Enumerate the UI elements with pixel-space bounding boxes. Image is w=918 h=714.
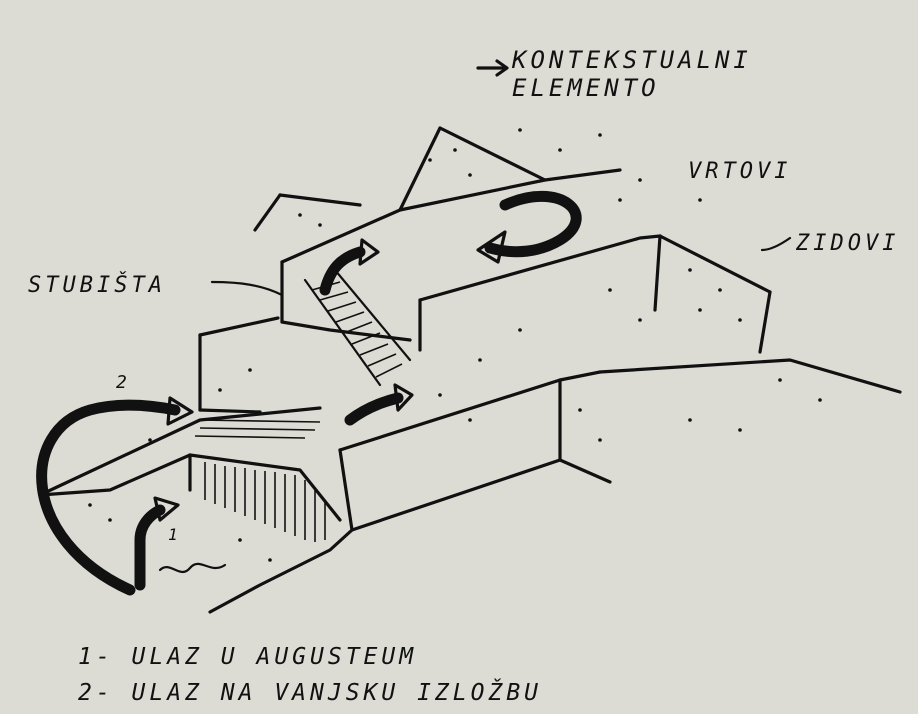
legend-line-1: 1- ULAZ U AUGUSTEUM (78, 644, 417, 670)
kontekst-arrow-icon (476, 59, 509, 77)
stubista-leader-line (210, 280, 284, 297)
entry-one-arrow-icon (134, 496, 180, 591)
entry-two-arrow-icon (36, 396, 194, 596)
squiggle-mark (158, 562, 227, 574)
middle-terrace (198, 316, 562, 532)
label-vrtovi: VRTOVI (688, 159, 791, 184)
right-wall-block (558, 234, 902, 484)
label-kontekst-line1: KONTEKSTUALNI (511, 46, 752, 74)
marker-one: 1 (168, 525, 182, 544)
marker-two: 2 (116, 372, 131, 393)
upper-staircase-hatch (303, 268, 412, 387)
lower-staircase-hatch (194, 419, 326, 542)
upper-garden-terrace (253, 126, 662, 352)
label-zidovi: ZIDOVI (795, 231, 899, 256)
garden-circulation-arrow-icon (476, 190, 582, 264)
path-to-stairs-arrow-icon (344, 383, 414, 426)
zidovi-leader-line (760, 236, 792, 252)
label-stubista: STUBIŠTA (28, 272, 166, 298)
stair-up-arrow-icon (319, 238, 380, 296)
stipple-texture (88, 128, 822, 562)
legend-line-2: 2- ULAZ NA VANJSKU IZLOŽBU (78, 678, 542, 706)
label-kontekst-line2: ELEMENTO (512, 74, 660, 102)
